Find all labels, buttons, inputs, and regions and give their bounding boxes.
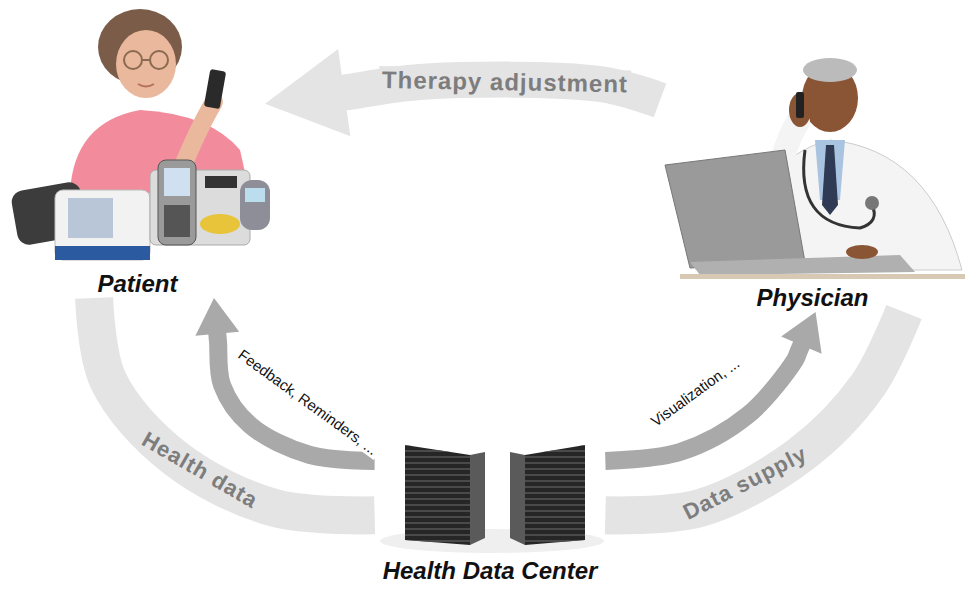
server-rack-lines [525, 445, 585, 545]
arrow-label: Feedback, Reminders, ... [233, 344, 384, 460]
flip-phone-screen [164, 168, 190, 196]
server-rack [405, 445, 470, 545]
flow-arrow [94, 298, 374, 515]
bp-monitor [55, 190, 150, 260]
patient-phone [204, 69, 226, 109]
patient-arm [182, 102, 214, 168]
patient-face [116, 30, 176, 98]
physician-phone [796, 92, 804, 118]
server-rack-side [510, 452, 525, 545]
patient-glasses [142, 59, 150, 61]
patient-glasses [124, 51, 142, 69]
actor-node: Patient [10, 8, 265, 298]
arrowhead [265, 49, 350, 136]
laptop-base [690, 255, 915, 275]
desk [680, 274, 965, 279]
node-caption: Physician [756, 284, 868, 312]
patient-figure [10, 9, 270, 260]
arrow-label: Visualization, ... [645, 352, 745, 431]
flip-phone [158, 160, 196, 245]
physician-hand [846, 245, 878, 259]
stethoscope [804, 150, 875, 228]
arrowhead [781, 312, 821, 354]
physician-figure [665, 58, 965, 279]
flip-phone-keypad [164, 205, 190, 237]
server-racks [380, 445, 604, 553]
flow-group [94, 298, 374, 515]
tape-measure [200, 214, 240, 234]
node-caption: Health Data Center [383, 557, 598, 585]
bp-band [55, 246, 150, 260]
node-caption: Patient [97, 270, 177, 298]
flow-group [265, 49, 660, 136]
scale-display [205, 176, 237, 188]
patient-mouth [138, 84, 154, 87]
arrow-label: Health data [135, 425, 265, 515]
glucose-screen [245, 188, 265, 202]
flow-arrow [605, 343, 802, 461]
actor-node: Health Data Center [375, 430, 606, 585]
arrowhead [195, 298, 239, 336]
physician-hand [789, 93, 811, 127]
stethoscope-head [865, 196, 879, 210]
laptop-screen [665, 150, 805, 268]
bp-screen [68, 198, 113, 238]
patient-glasses [150, 51, 168, 69]
physician-tie [822, 145, 838, 215]
flow-group [605, 312, 821, 461]
physician-hair [803, 58, 857, 82]
server-rack-lines [405, 445, 470, 545]
arrow-label: Therapy adjustment [379, 66, 631, 98]
actor-node: Physician [660, 60, 965, 312]
server-rack [525, 445, 585, 545]
arrow-label: Data supply [676, 440, 814, 527]
glucose-meter [240, 180, 270, 230]
server-rack-side [470, 452, 485, 545]
